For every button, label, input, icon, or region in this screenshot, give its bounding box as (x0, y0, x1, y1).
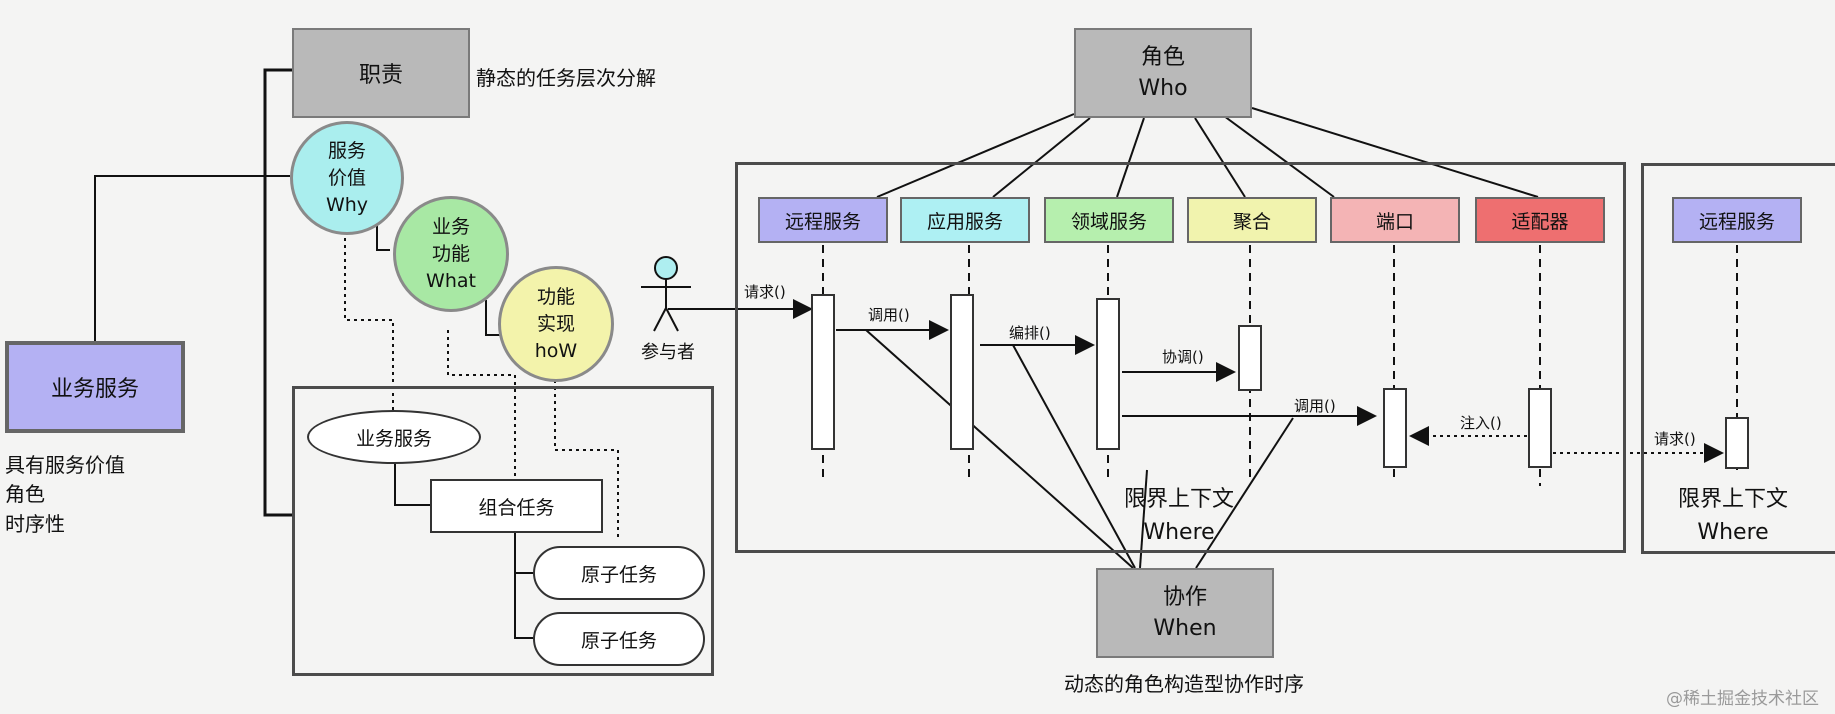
message-coordinate: 协调() (1162, 348, 1204, 366)
remote-context-frame (1641, 163, 1835, 554)
message-orchestrate: 编排() (1009, 324, 1051, 342)
why-circle-line: 价值 (327, 166, 366, 189)
business-service-trait: 角色 (5, 482, 45, 506)
business-service-trait: 具有服务价值 (5, 453, 125, 477)
participant-application-service: 应用服务 (900, 197, 1030, 243)
role-who: Who (1138, 76, 1188, 101)
activation-bar (1528, 388, 1552, 468)
atomic-task: 原子任务 (533, 612, 705, 666)
message-inject: 注入() (1460, 414, 1502, 432)
task-tree-frame (292, 386, 714, 676)
duty-label: 职责 (358, 63, 403, 88)
how-circle-line: 功能 (536, 285, 575, 308)
activation-bar (1096, 298, 1120, 450)
message-request: 请求() (744, 283, 786, 301)
activation-bar (1725, 417, 1749, 469)
atomic-task: 原子任务 (533, 546, 705, 600)
bounded-context-where: Where (1143, 520, 1215, 545)
bounded-context-title: 限界上下文 (1124, 487, 1235, 512)
collaboration-caption: 动态的角色构造型协作时序 (1064, 672, 1304, 696)
what-circle-line: 业务 (431, 215, 470, 238)
bounded-context-label: 限界上下文 Where (1124, 483, 1234, 549)
task-tree-root: 业务服务 (307, 410, 481, 464)
remote-context-title: 限界上下文 (1678, 487, 1789, 512)
why-circle: 服务 价值 Why (290, 121, 404, 235)
collaboration-label: 协作 (1162, 585, 1207, 610)
role-label: 角色 (1140, 45, 1185, 70)
what-circle-line: What (426, 269, 476, 292)
participant-domain-service: 领域服务 (1044, 197, 1174, 243)
activation-bar (811, 294, 835, 450)
remote-context-where: Where (1697, 520, 1769, 545)
composite-task: 组合任务 (430, 479, 603, 533)
message-invoke-port: 调用() (1294, 397, 1336, 415)
how-circle-line: 实现 (536, 312, 575, 335)
participant-remote-service-external: 远程服务 (1672, 197, 1802, 243)
watermark: @稀土掘金技术社区 (1666, 689, 1819, 709)
message-invoke: 调用() (868, 306, 910, 324)
role-box: 角色 Who (1074, 28, 1252, 118)
collaboration-when: When (1153, 616, 1217, 641)
how-circle-line: hoW (534, 339, 578, 362)
participant-aggregate: 聚合 (1187, 197, 1317, 243)
activation-bar (950, 294, 974, 450)
collaboration-box: 协作 When (1096, 568, 1274, 658)
business-service-box: 业务服务 (5, 341, 185, 433)
activation-bar (1238, 325, 1262, 391)
activation-bar (1383, 388, 1407, 468)
business-service-label: 业务服务 (50, 377, 139, 402)
remote-context-label: 限界上下文 Where (1678, 483, 1788, 549)
business-service-trait: 时序性 (5, 512, 65, 536)
actor-label: 参与者 (641, 342, 695, 363)
duty-box: 职责 (292, 28, 470, 118)
participant-port: 端口 (1330, 197, 1460, 243)
what-circle-line: 功能 (431, 242, 470, 265)
why-circle-line: 服务 (327, 139, 366, 162)
participant-adapter: 适配器 (1475, 197, 1605, 243)
message-request-remote: 请求() (1654, 430, 1696, 448)
what-circle: 业务 功能 What (393, 196, 509, 312)
bounded-context-frame (735, 162, 1626, 553)
participant-remote-service: 远程服务 (758, 197, 888, 243)
why-circle-line: Why (325, 193, 369, 216)
duty-note: 静态的任务层次分解 (476, 66, 656, 90)
how-circle: 功能 实现 hoW (498, 266, 614, 382)
